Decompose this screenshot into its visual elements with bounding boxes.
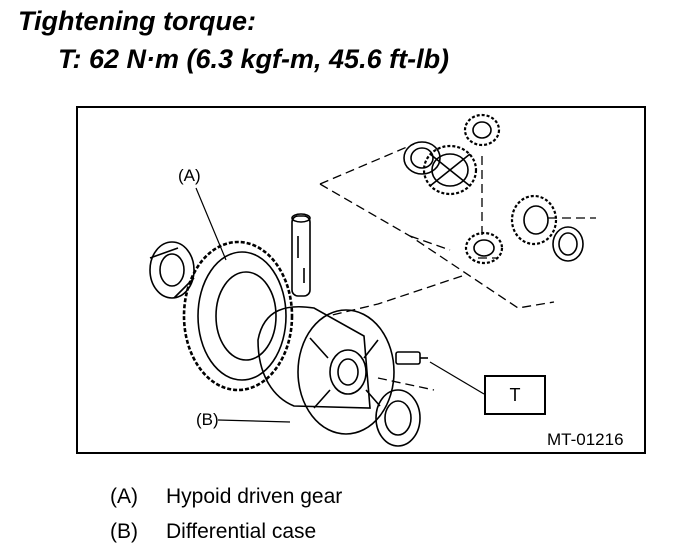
right-side-gear (510, 194, 558, 246)
leader-a (195, 187, 227, 261)
legend-item-a: (A) Hypoid driven gear (110, 485, 342, 509)
hypoid-driven-gear (182, 240, 294, 392)
callout-a: (A) (178, 166, 201, 185)
callout-b: (B) (196, 410, 219, 429)
right-washer (552, 226, 584, 262)
upper-washer (403, 141, 441, 175)
legend-key: (B) (110, 520, 138, 543)
heading-title: Tightening torque: (18, 6, 256, 36)
legend-key: (A) (110, 485, 138, 508)
heading-torque-value: T: 62 N·m (6.3 kgf-m, 45.6 ft-lb) (58, 44, 450, 74)
legend-text: Hypoid driven gear (166, 485, 343, 508)
case-bolt (395, 351, 428, 365)
figure-frame: (A) (B) (76, 106, 646, 454)
differential-case (257, 305, 395, 435)
legend-item-b: (B) Differential case (110, 520, 316, 544)
upper-side-gear (422, 144, 478, 196)
figure-code: MT-01216 (547, 430, 624, 449)
top-pinion-gear (463, 113, 501, 147)
legend-text: Differential case (166, 520, 317, 543)
bottom-pinion-gear (464, 231, 504, 265)
torque-callout-box: T (484, 375, 546, 415)
right-bearing (375, 389, 421, 447)
leader-t (429, 361, 485, 395)
pinion-shaft (291, 213, 311, 297)
leader-b (217, 419, 291, 423)
differential-exploded-drawing (149, 113, 596, 447)
assembly-lines (319, 143, 596, 391)
